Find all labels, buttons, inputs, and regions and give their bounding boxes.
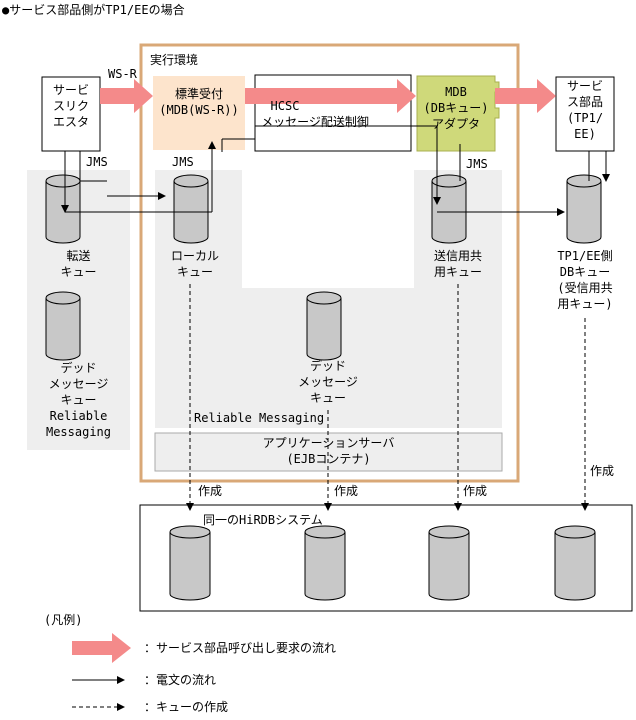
app-server-line-2: (EJBコンテナ)	[286, 452, 371, 466]
local-queue-cylinder	[173, 174, 209, 244]
standard-receiver-box	[153, 76, 245, 150]
send-queue-line-1: 送信用共	[433, 249, 482, 263]
jms-label-local: JMS	[172, 155, 194, 169]
diagram-title: ●サービス部品側がTP1/EEの場合	[2, 3, 185, 17]
dead-center-line-2: メッセージ	[298, 375, 358, 389]
jms-label-forward: JMS	[86, 155, 108, 169]
dead-left-line-1: デッド	[60, 361, 97, 375]
service-part-line-2: ス部品	[566, 95, 603, 109]
tp1-queue-line-4: 用キュー)	[557, 297, 613, 311]
hcsc-line-2: メッセージ配送制御	[261, 115, 369, 129]
exec-env-frame	[139, 43, 520, 483]
dead-center-cylinder	[306, 291, 342, 361]
send-queue-line-2: 用キュー	[433, 265, 482, 279]
hirdb-cylinder-1	[169, 525, 211, 601]
legend-title: (凡例)	[44, 613, 83, 627]
hirdb-label: 同一のHiRDBシステム	[203, 513, 323, 527]
create-label-tp1: 作成	[590, 464, 615, 478]
hcsc-line-1: HCSC	[270, 99, 300, 113]
dead-center-line-3: キュー	[309, 391, 346, 405]
create-label-dead: 作成	[334, 484, 359, 498]
requester-line-1: サービ	[52, 83, 89, 97]
forward-queue-line-1: 転送	[66, 249, 91, 263]
forward-queue-line-2: キュー	[60, 265, 97, 279]
dead-left-line-3: キュー	[60, 393, 97, 407]
jms-label-send: JMS	[466, 157, 488, 171]
hirdb-cylinder-4	[554, 525, 596, 601]
tp1-queue-line-1: TP1/EE側	[557, 249, 613, 263]
standard-receiver-line-2: (MDB(WS-R))	[159, 103, 239, 117]
local-queue-line-1: ローカル	[170, 249, 219, 263]
dead-center-line-1: デッド	[309, 359, 346, 373]
dead-left-line-2: メッセージ	[48, 377, 109, 391]
dead-left-line-5: Messaging	[45, 425, 112, 439]
service-part-line-4: EE)	[574, 127, 596, 141]
reliable-messaging-label: Reliable Messaging	[194, 411, 325, 425]
forward-queue-cylinder	[45, 174, 81, 244]
hirdb-cylinder-2	[304, 525, 346, 601]
wsr-label: WS-R	[108, 67, 137, 81]
tp1-queue-cylinder	[566, 174, 602, 244]
create-label-send: 作成	[463, 484, 488, 498]
mdb-line-2: (DBキュー)	[423, 101, 489, 115]
hcsc-box	[254, 74, 412, 152]
legend-message-flow: ：電文の流れ	[144, 673, 217, 687]
dead-left-cylinder	[45, 291, 81, 361]
legend-request-flow: ：サービス部品呼び出し要求の流れ	[144, 641, 337, 655]
service-part-box	[555, 76, 615, 152]
hirdb-frame	[139, 504, 633, 612]
app-server-line-1: アプリケーションサーバ	[262, 436, 395, 450]
local-queue-line-2: キュー	[176, 265, 213, 279]
create-label-local: 作成	[198, 484, 223, 498]
standard-receiver-line-1: 標準受付	[174, 87, 223, 101]
dead-left-line-4: Reliable	[49, 409, 108, 423]
mdb-line-1: MDB	[445, 85, 467, 99]
mdb-line-3: アダプタ	[431, 117, 480, 131]
queue-create-lines	[186, 284, 589, 511]
requester-line-2: スリク	[52, 99, 89, 113]
message-flow-lines	[61, 125, 610, 216]
exec-env-label: 実行環境	[150, 53, 199, 67]
tp1-queue-line-3: (受信用共	[557, 281, 613, 295]
requester-box	[41, 76, 101, 152]
tp1-queue-line-2: DBキュー	[559, 265, 611, 279]
legend-queue-create: ：キューの作成	[144, 700, 229, 714]
requester-line-3: エスタ	[52, 115, 89, 129]
hirdb-cylinder-3	[428, 525, 470, 601]
service-part-line-3: (TP1/	[566, 111, 604, 125]
service-part-line-1: サービ	[566, 79, 603, 93]
legend-pink-arrow	[72, 633, 131, 663]
request-flow-arrows	[100, 79, 556, 113]
